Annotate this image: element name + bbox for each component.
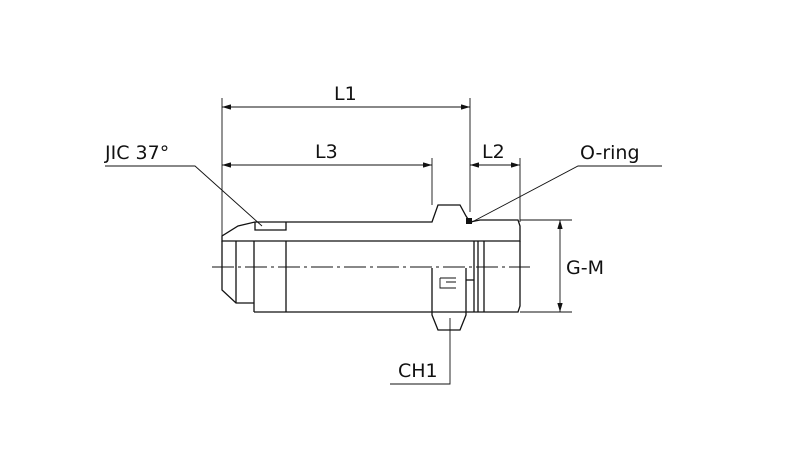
o-ring-mark <box>466 218 472 224</box>
dimension-l2: L2 <box>470 141 520 168</box>
fitting-section <box>221 204 521 242</box>
leader-jic: JIC 37° <box>104 142 263 227</box>
label-ch1: CH1 <box>398 360 438 382</box>
dimension-l1: L1 <box>222 83 470 110</box>
label-oring: O-ring <box>580 142 640 164</box>
fitting-outline <box>221 241 521 331</box>
leader-ch1: CH1 <box>390 318 451 385</box>
label-jic: JIC 37° <box>104 142 169 164</box>
label-l1: L1 <box>334 83 357 105</box>
label-gm: G-M <box>566 257 604 279</box>
label-l2: L2 <box>482 141 505 163</box>
label-l3: L3 <box>315 141 338 163</box>
dimension-l3: L3 <box>222 141 432 168</box>
leader-oring: O-ring <box>471 142 662 223</box>
dimension-gm: G-M <box>557 220 604 312</box>
